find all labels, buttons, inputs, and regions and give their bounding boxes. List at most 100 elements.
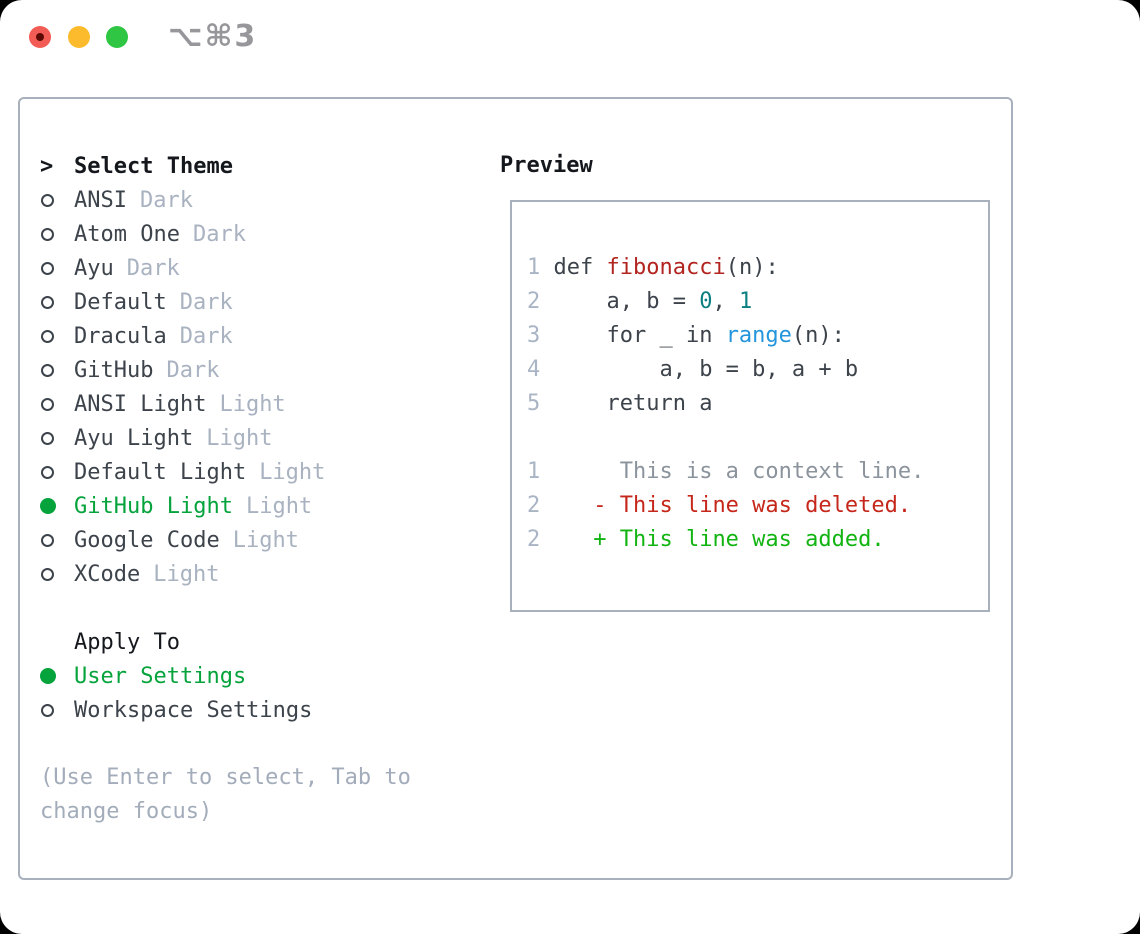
selected-radio-icon xyxy=(40,668,74,684)
option-variant-label: Light xyxy=(206,425,273,451)
theme-option-ayu-light[interactable]: Ayu Light Light xyxy=(40,421,411,455)
radio-icon xyxy=(40,397,74,411)
radio-icon xyxy=(40,533,74,547)
code-token-context: This is a context line. xyxy=(553,459,925,484)
code-token-plain: (n): xyxy=(791,323,845,348)
line-number: 5 xyxy=(527,391,541,416)
theme-option-ayu[interactable]: Ayu Dark xyxy=(40,251,411,285)
radio-circle xyxy=(41,397,54,411)
code-token-plain: (n): xyxy=(725,255,779,280)
line-number: 4 xyxy=(527,357,541,382)
option-label: ANSI Light xyxy=(74,391,207,417)
apply-option-user-settings[interactable]: User Settings xyxy=(40,659,411,693)
help-text-line-2: change focus) xyxy=(40,799,213,824)
select-theme-header-label: Select Theme xyxy=(74,153,233,179)
code-token-plain: for _ in xyxy=(553,323,726,348)
radio-icon xyxy=(40,567,74,581)
radio-circle xyxy=(41,227,54,241)
option-variant-label: Light xyxy=(219,391,286,417)
theme-option-github[interactable]: GitHub Dark xyxy=(40,353,411,387)
option-label: Google Code xyxy=(74,527,220,553)
zoom-button[interactable] xyxy=(106,26,128,48)
radio-circle xyxy=(41,465,54,479)
preview-line-7: 1 This is a context line. xyxy=(527,455,988,489)
option-variant-label: Dark xyxy=(126,255,180,281)
option-label: Dracula xyxy=(74,323,167,349)
option-label: XCode xyxy=(74,561,141,587)
apply-option-workspace-settings[interactable]: Workspace Settings xyxy=(40,693,411,727)
option-variant-label: Light xyxy=(232,527,299,553)
radio-circle xyxy=(41,363,54,377)
code-token-plain: def xyxy=(553,255,607,280)
radio-circle xyxy=(41,193,54,207)
radio-icon xyxy=(40,465,74,479)
radio-icon xyxy=(40,295,74,309)
radio-circle xyxy=(41,295,54,309)
radio-icon xyxy=(40,363,74,377)
help-text: (Use Enter to select, Tab to change focu… xyxy=(40,761,411,829)
line-number: 3 xyxy=(527,323,541,348)
apply-to-header: Apply To xyxy=(40,625,411,659)
radio-circle xyxy=(41,329,54,343)
preview-title: Preview xyxy=(500,153,593,178)
radio-circle xyxy=(41,431,54,445)
code-token-plain: a, b = b, a + b xyxy=(553,357,859,382)
preview-line-6 xyxy=(527,421,988,455)
option-label: Default Light xyxy=(74,459,247,485)
preview-line-5: 5 return a xyxy=(527,387,988,421)
titlebar[interactable]: ⌥⌘3 xyxy=(0,0,1140,74)
radio-icon xyxy=(40,329,74,343)
minimize-button[interactable] xyxy=(68,26,90,48)
radio-filled-circle xyxy=(40,498,56,514)
radio-circle xyxy=(41,567,54,581)
option-label: Atom One xyxy=(74,221,180,247)
radio-circle xyxy=(41,261,54,275)
line-number: 1 xyxy=(527,459,541,484)
code-token-builtin: range xyxy=(725,323,792,348)
help-text-line-1: (Use Enter to select, Tab to xyxy=(40,765,411,790)
code-token-del: - This line was deleted. xyxy=(553,493,912,518)
option-variant-label: Light xyxy=(259,459,326,485)
option-label: Ayu xyxy=(74,255,114,281)
code-token-plain: a, b = xyxy=(553,289,700,314)
theme-option-ansi[interactable]: ANSI Dark xyxy=(40,183,411,217)
line-number: 2 xyxy=(527,527,541,552)
theme-option-dracula[interactable]: Dracula Dark xyxy=(40,319,411,353)
code-token-plain: , xyxy=(712,289,739,314)
option-label: ANSI xyxy=(74,187,127,213)
line-number: 2 xyxy=(527,289,541,314)
code-token-plain: return a xyxy=(553,391,713,416)
option-label: GitHub xyxy=(74,357,154,383)
radio-icon xyxy=(40,193,74,207)
option-variant-label: Dark xyxy=(139,187,193,213)
preview-line-3: 3 for _ in range(n): xyxy=(527,319,988,353)
radio-circle xyxy=(41,703,54,717)
theme-option-default-light[interactable]: Default Light Light xyxy=(40,455,411,489)
selected-radio-icon xyxy=(40,498,74,514)
code-token-func: fibonacci xyxy=(606,255,726,280)
radio-icon xyxy=(40,261,74,275)
option-variant-label: Dark xyxy=(179,323,233,349)
code-token-number: 1 xyxy=(738,289,753,314)
option-label: GitHub Light xyxy=(74,493,233,519)
theme-option-ansi-light[interactable]: ANSI Light Light xyxy=(40,387,411,421)
option-label: Default xyxy=(74,289,167,315)
preview-line-1: 1 def fibonacci(n): xyxy=(527,251,988,285)
option-label: Ayu Light xyxy=(74,425,194,451)
code-token-add: + This line was added. xyxy=(553,527,885,552)
option-variant-label: Dark xyxy=(166,357,220,383)
theme-option-google-code[interactable]: Google Code Light xyxy=(40,523,411,557)
radio-icon xyxy=(40,431,74,445)
close-button[interactable] xyxy=(29,26,51,48)
preview-line-4: 4 a, b = b, a + b xyxy=(527,353,988,387)
